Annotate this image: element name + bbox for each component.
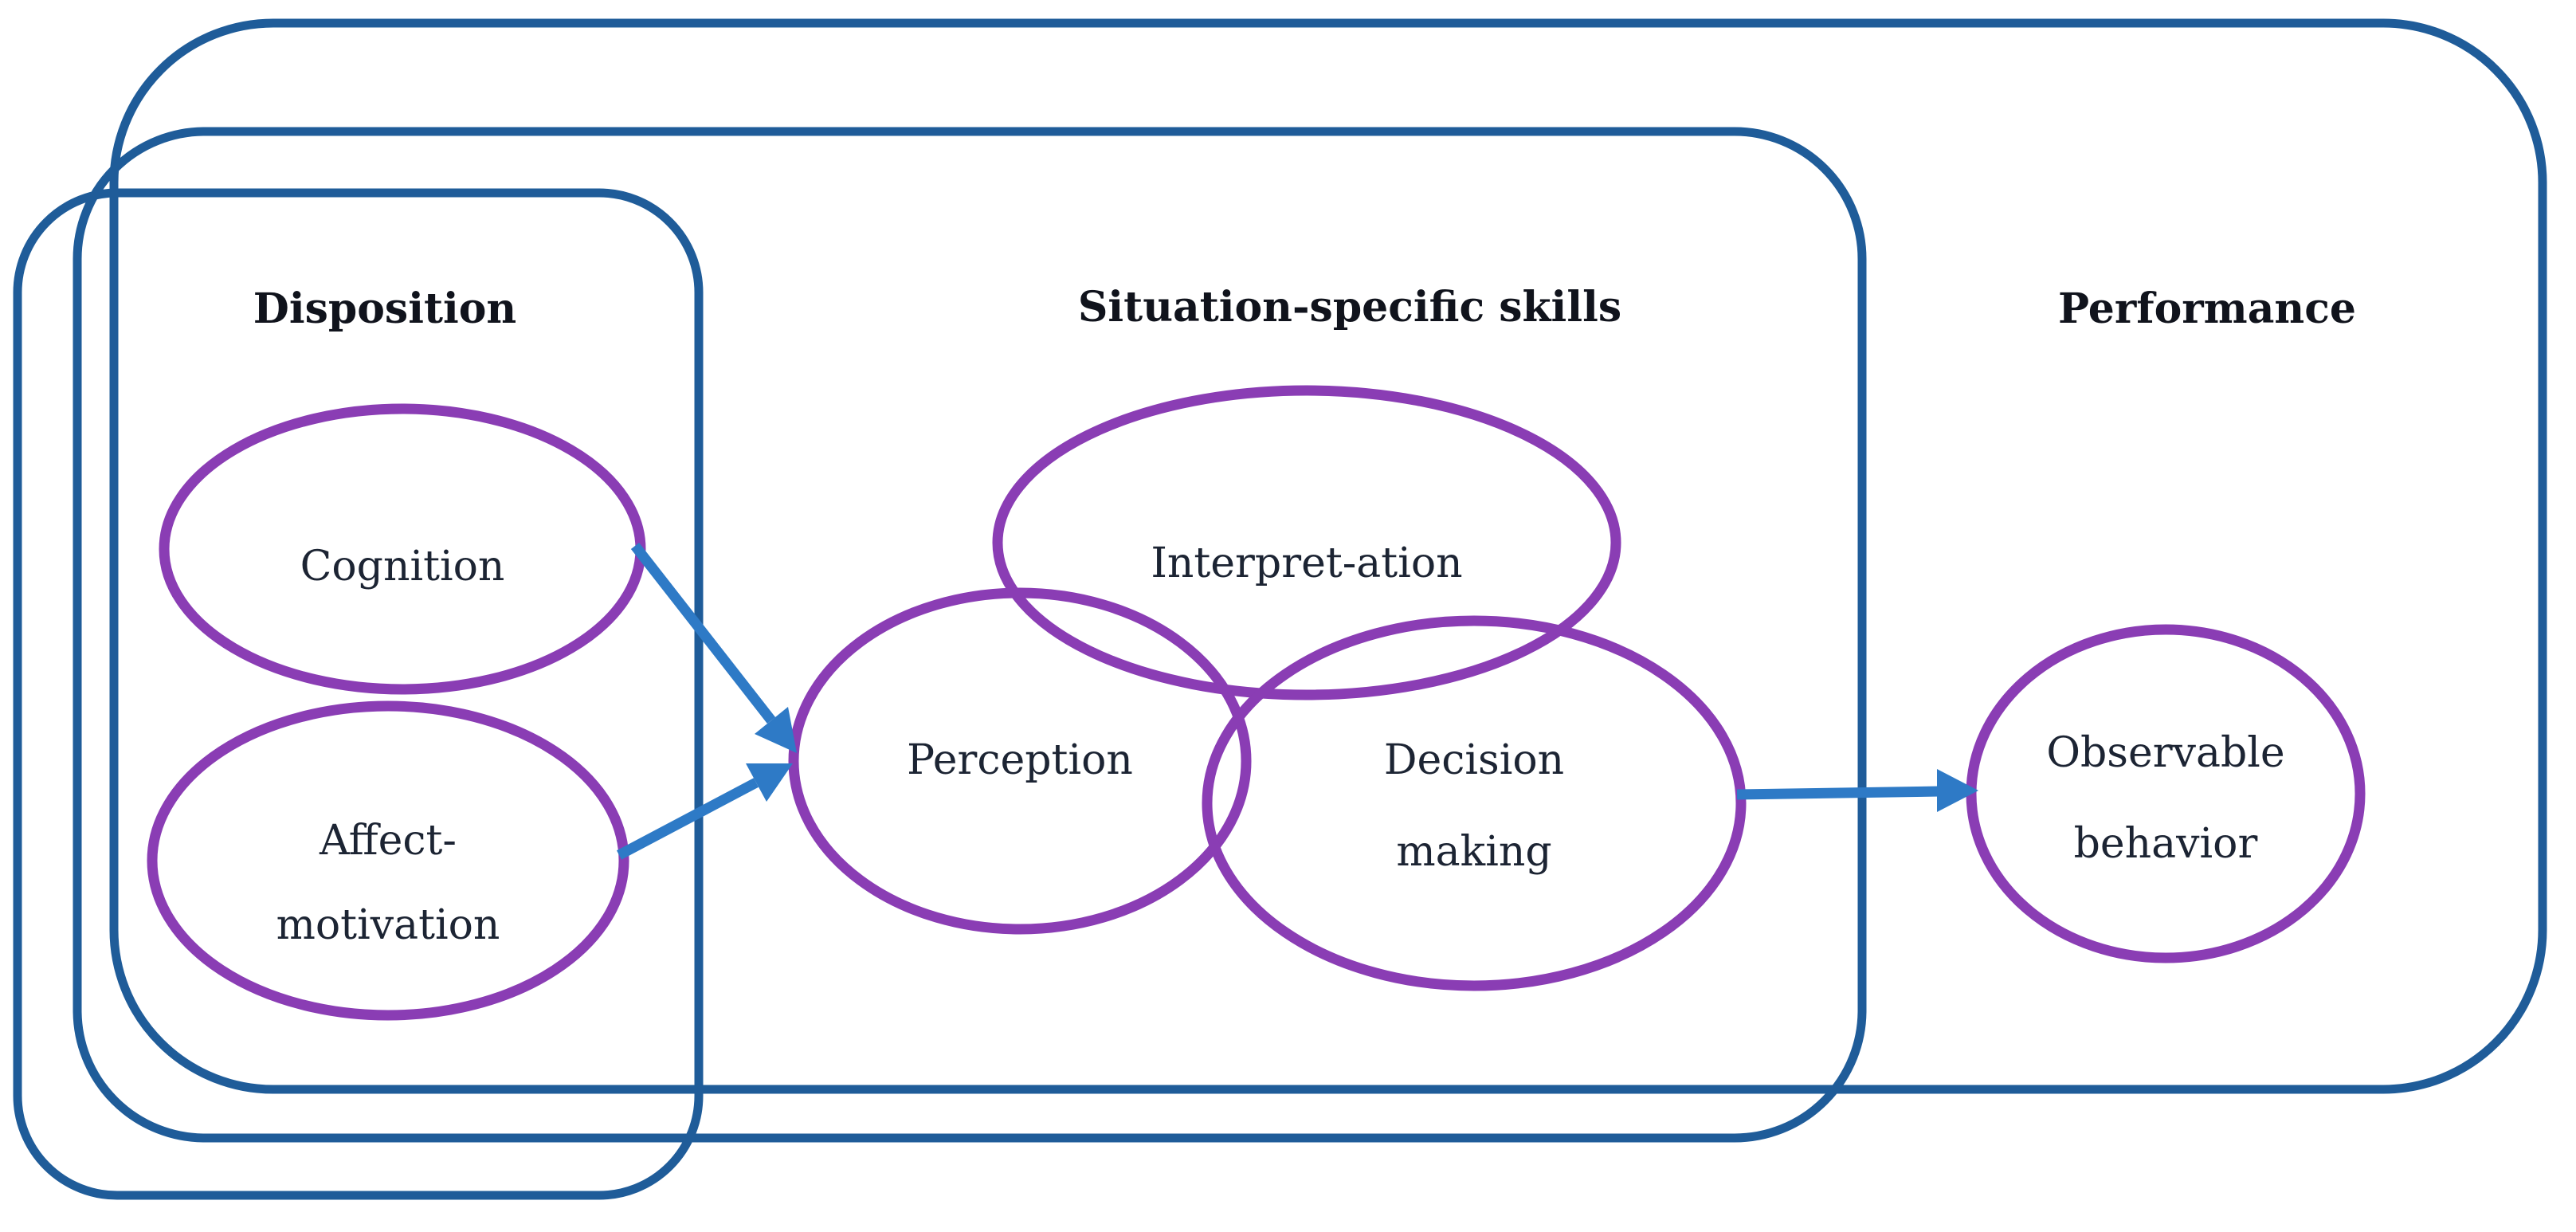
- affect-motivation-ellipse: [147, 700, 629, 1021]
- decision-making-label-line2: making: [1396, 828, 1551, 876]
- decision-to-observable-arrow: [1736, 769, 1978, 812]
- affect-to-perception-arrow: [616, 763, 793, 860]
- affect-to-perception-arrowhead-icon: [746, 763, 793, 802]
- relation-arrows: [616, 542, 1978, 860]
- perception-ellipse: [788, 587, 1252, 935]
- performance-box: [109, 18, 2547, 1094]
- disposition-box: [13, 188, 704, 1200]
- decision-to-observable-arrow-shaft: [1736, 786, 1941, 800]
- observable-behavior-label-line2: behavior: [2074, 820, 2258, 868]
- interpretation-label: Interpret-ation: [1151, 539, 1462, 587]
- construct-containers: [13, 18, 2547, 1200]
- observable-behavior-label-line1: Observable: [2046, 729, 2284, 777]
- decision-making-label-line1: Decision: [1384, 736, 1564, 784]
- decision-making-ellipse: [1202, 615, 1747, 991]
- interpretation-ellipse: [992, 385, 1621, 700]
- cognition-to-perception-arrowhead-icon: [755, 707, 797, 753]
- affect-to-perception-arrow-shaft: [616, 778, 759, 860]
- observable-behavior-ellipse: [1966, 624, 2366, 963]
- affect-motivation-label-line2: motivation: [276, 901, 500, 949]
- component-labels: Cognition Affect- motivation Interpret-a…: [276, 539, 2285, 949]
- situation-specific-skills-box: [73, 127, 1867, 1143]
- cognition-to-perception-arrow-shaft: [630, 542, 776, 724]
- situation-specific-skills-heading: Situation-specific skills: [1078, 283, 1621, 332]
- performance-heading: Performance: [2058, 284, 2356, 333]
- cognition-to-perception-arrow: [630, 542, 797, 753]
- cognition-label: Cognition: [300, 543, 505, 590]
- affect-motivation-label-line1: Affect-: [319, 817, 457, 865]
- disposition-heading: Disposition: [253, 284, 516, 333]
- perception-label: Perception: [907, 736, 1133, 784]
- decision-to-observable-arrowhead-icon: [1937, 769, 1978, 812]
- construct-headings: Disposition Situation-specific skills Pe…: [253, 283, 2356, 333]
